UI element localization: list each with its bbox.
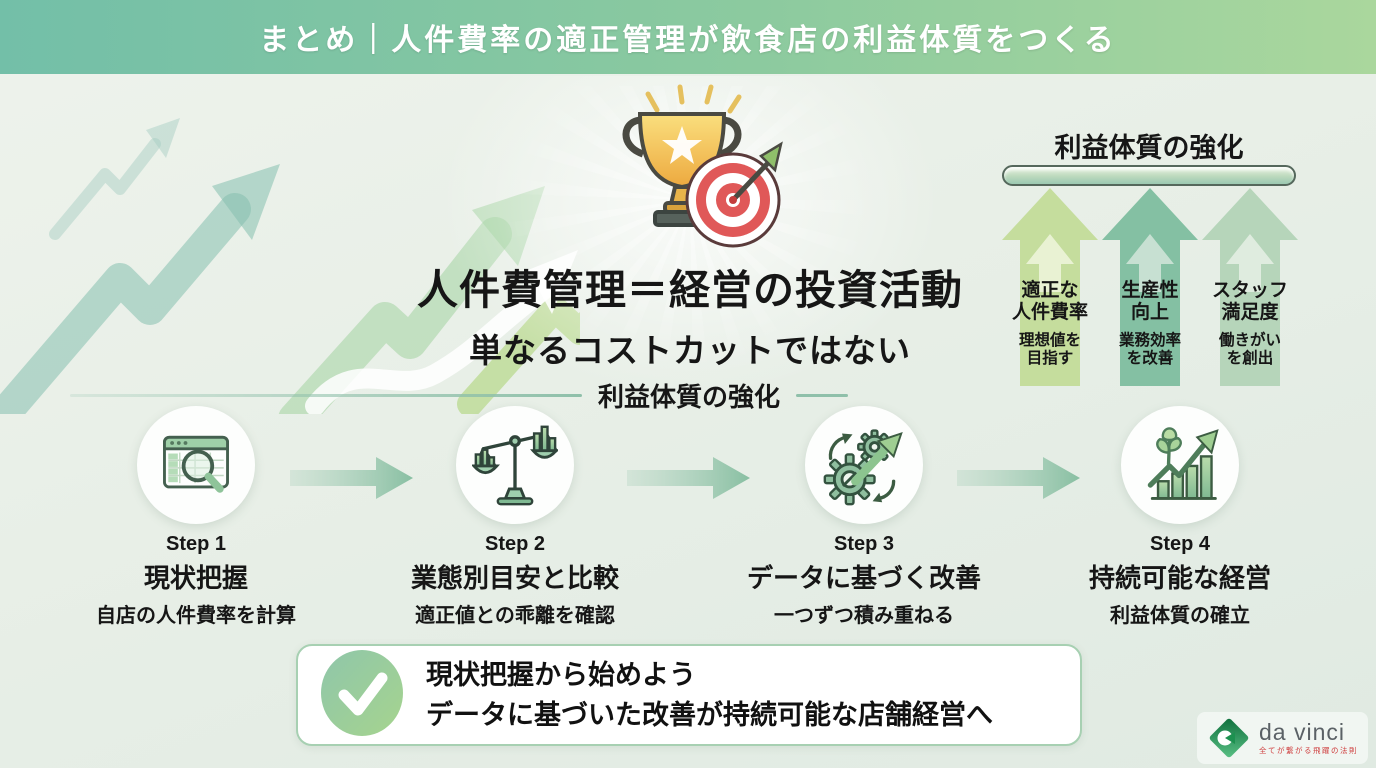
benefit-text: 生産性 向上 業務効率 を改善 xyxy=(1102,280,1198,369)
step-title: 持続可能な経営 xyxy=(1088,563,1271,593)
steps-row: Step 1 現状把握 自店の人件費率を計算 xyxy=(0,406,1376,627)
benefit-label: 適正な 人件費率 xyxy=(1011,280,1088,324)
divider-label: 利益体質の強化 xyxy=(597,382,780,412)
benefit-text: 適正な 人件費率 理想値を 目指す xyxy=(1002,280,1098,369)
benefit-arrow-3: スタッフ 満足度 働きがい を創出 xyxy=(1202,188,1298,386)
conclusion-text: 現状把握から始めよう データに基づいた改善が持続可能な店舗経営へ xyxy=(426,655,993,736)
benefit-sublabel: 働きがい を創出 xyxy=(1218,331,1281,368)
step-3: Step 3 データに基づく改善 一つずつ積み重ねる xyxy=(714,406,1014,628)
conclusion-box: 現状把握から始めよう データに基づいた改善が持続可能な店舗経営へ xyxy=(296,644,1082,746)
divider-line xyxy=(796,394,848,397)
step-label: Step 3 xyxy=(833,533,895,555)
step-title: 現状把握 xyxy=(143,563,248,593)
conclusion-line-2: データに基づいた改善が持続可能な店舗経営へ xyxy=(426,700,993,730)
step-description: 適正値との乖離を確認 xyxy=(415,605,615,627)
plant-growth-chart-icon xyxy=(1147,427,1219,500)
logo-name: da vinci xyxy=(1259,718,1345,745)
check-icon xyxy=(320,649,404,742)
step-description: 自店の人件費率を計算 xyxy=(96,605,296,627)
benefit-sublabel: 業務効率 を改善 xyxy=(1118,331,1181,368)
hero-section: 人件費管理＝経営の投資活動 単なるコストカットではない xyxy=(350,84,1030,372)
step-title: 業態別目安と比較 xyxy=(410,563,619,593)
page-title: まとめ｜人件費率の適正管理が飲食店の利益体質をつくる xyxy=(259,24,1117,57)
step-1: Step 1 現状把握 自店の人件費率を計算 xyxy=(46,406,346,628)
benefits-bar xyxy=(1002,165,1296,186)
right-arrow-icon xyxy=(627,457,750,499)
up-arrow-icon xyxy=(1002,188,1098,386)
hero-title: 人件費管理＝経営の投資活動 xyxy=(417,267,963,313)
logo-texts: da vinci 全てが繋がる飛躍の法則 xyxy=(1259,720,1358,756)
davinci-diamond-icon xyxy=(1209,718,1249,758)
benefit-arrow-2: 生産性 向上 業務効率 を改善 xyxy=(1102,188,1198,386)
benefit-label: 生産性 向上 xyxy=(1121,280,1179,324)
hero-subtitle: 単なるコストカットではない xyxy=(469,332,911,369)
spreadsheet-magnifier-icon xyxy=(163,435,229,493)
step-2: Step 2 業態別目安と比較 適正値との乖離を確認 xyxy=(365,406,665,628)
right-arrow-icon xyxy=(957,457,1080,499)
benefit-sublabel: 理想値を 目指す xyxy=(1018,331,1081,368)
trophy-target-icon xyxy=(622,84,783,248)
benefit-label: スタッフ 満足度 xyxy=(1211,280,1288,324)
step-4: Step 4 持続可能な経営 利益体質の確立 xyxy=(1030,406,1330,628)
step-description: 一つずつ積み重ねる xyxy=(774,605,954,627)
brand-logo: da vinci 全てが繋がる飛躍の法則 xyxy=(1197,712,1368,764)
conclusion-line-1: 現状把握から始めよう xyxy=(426,659,696,690)
hero-divider: 利益体質の強化 xyxy=(70,377,848,414)
step-label: Step 1 xyxy=(165,533,227,555)
right-arrow-icon xyxy=(290,457,413,499)
divider-line xyxy=(70,394,582,397)
benefits-title: 利益体質の強化 xyxy=(1054,133,1244,163)
benefit-text: スタッフ 満足度 働きがい を創出 xyxy=(1202,280,1298,369)
step-circle xyxy=(456,406,574,524)
step-circle xyxy=(137,406,255,524)
step-label: Step 2 xyxy=(484,533,546,555)
step-circle xyxy=(1121,406,1239,524)
step-description: 利益体質の確立 xyxy=(1110,605,1250,627)
logo-tagline: 全てが繋がる飛躍の法則 xyxy=(1259,746,1358,756)
up-arrow-icon xyxy=(1102,188,1198,386)
step-label: Step 4 xyxy=(1149,533,1211,555)
benefit-arrows: 適正な 人件費率 理想値を 目指す 生産性 向上 業務効率 xyxy=(1002,188,1298,386)
balance-scale-icon xyxy=(472,425,558,506)
step-circle xyxy=(805,406,923,524)
up-arrow-icon xyxy=(1202,188,1298,386)
header-bar: まとめ｜人件費率の適正管理が飲食店の利益体質をつくる xyxy=(0,0,1376,74)
step-title: データに基づく改善 xyxy=(746,563,981,593)
gears-growth-icon xyxy=(823,429,903,506)
benefit-arrow-1: 適正な 人件費率 理想値を 目指す xyxy=(1002,188,1098,386)
